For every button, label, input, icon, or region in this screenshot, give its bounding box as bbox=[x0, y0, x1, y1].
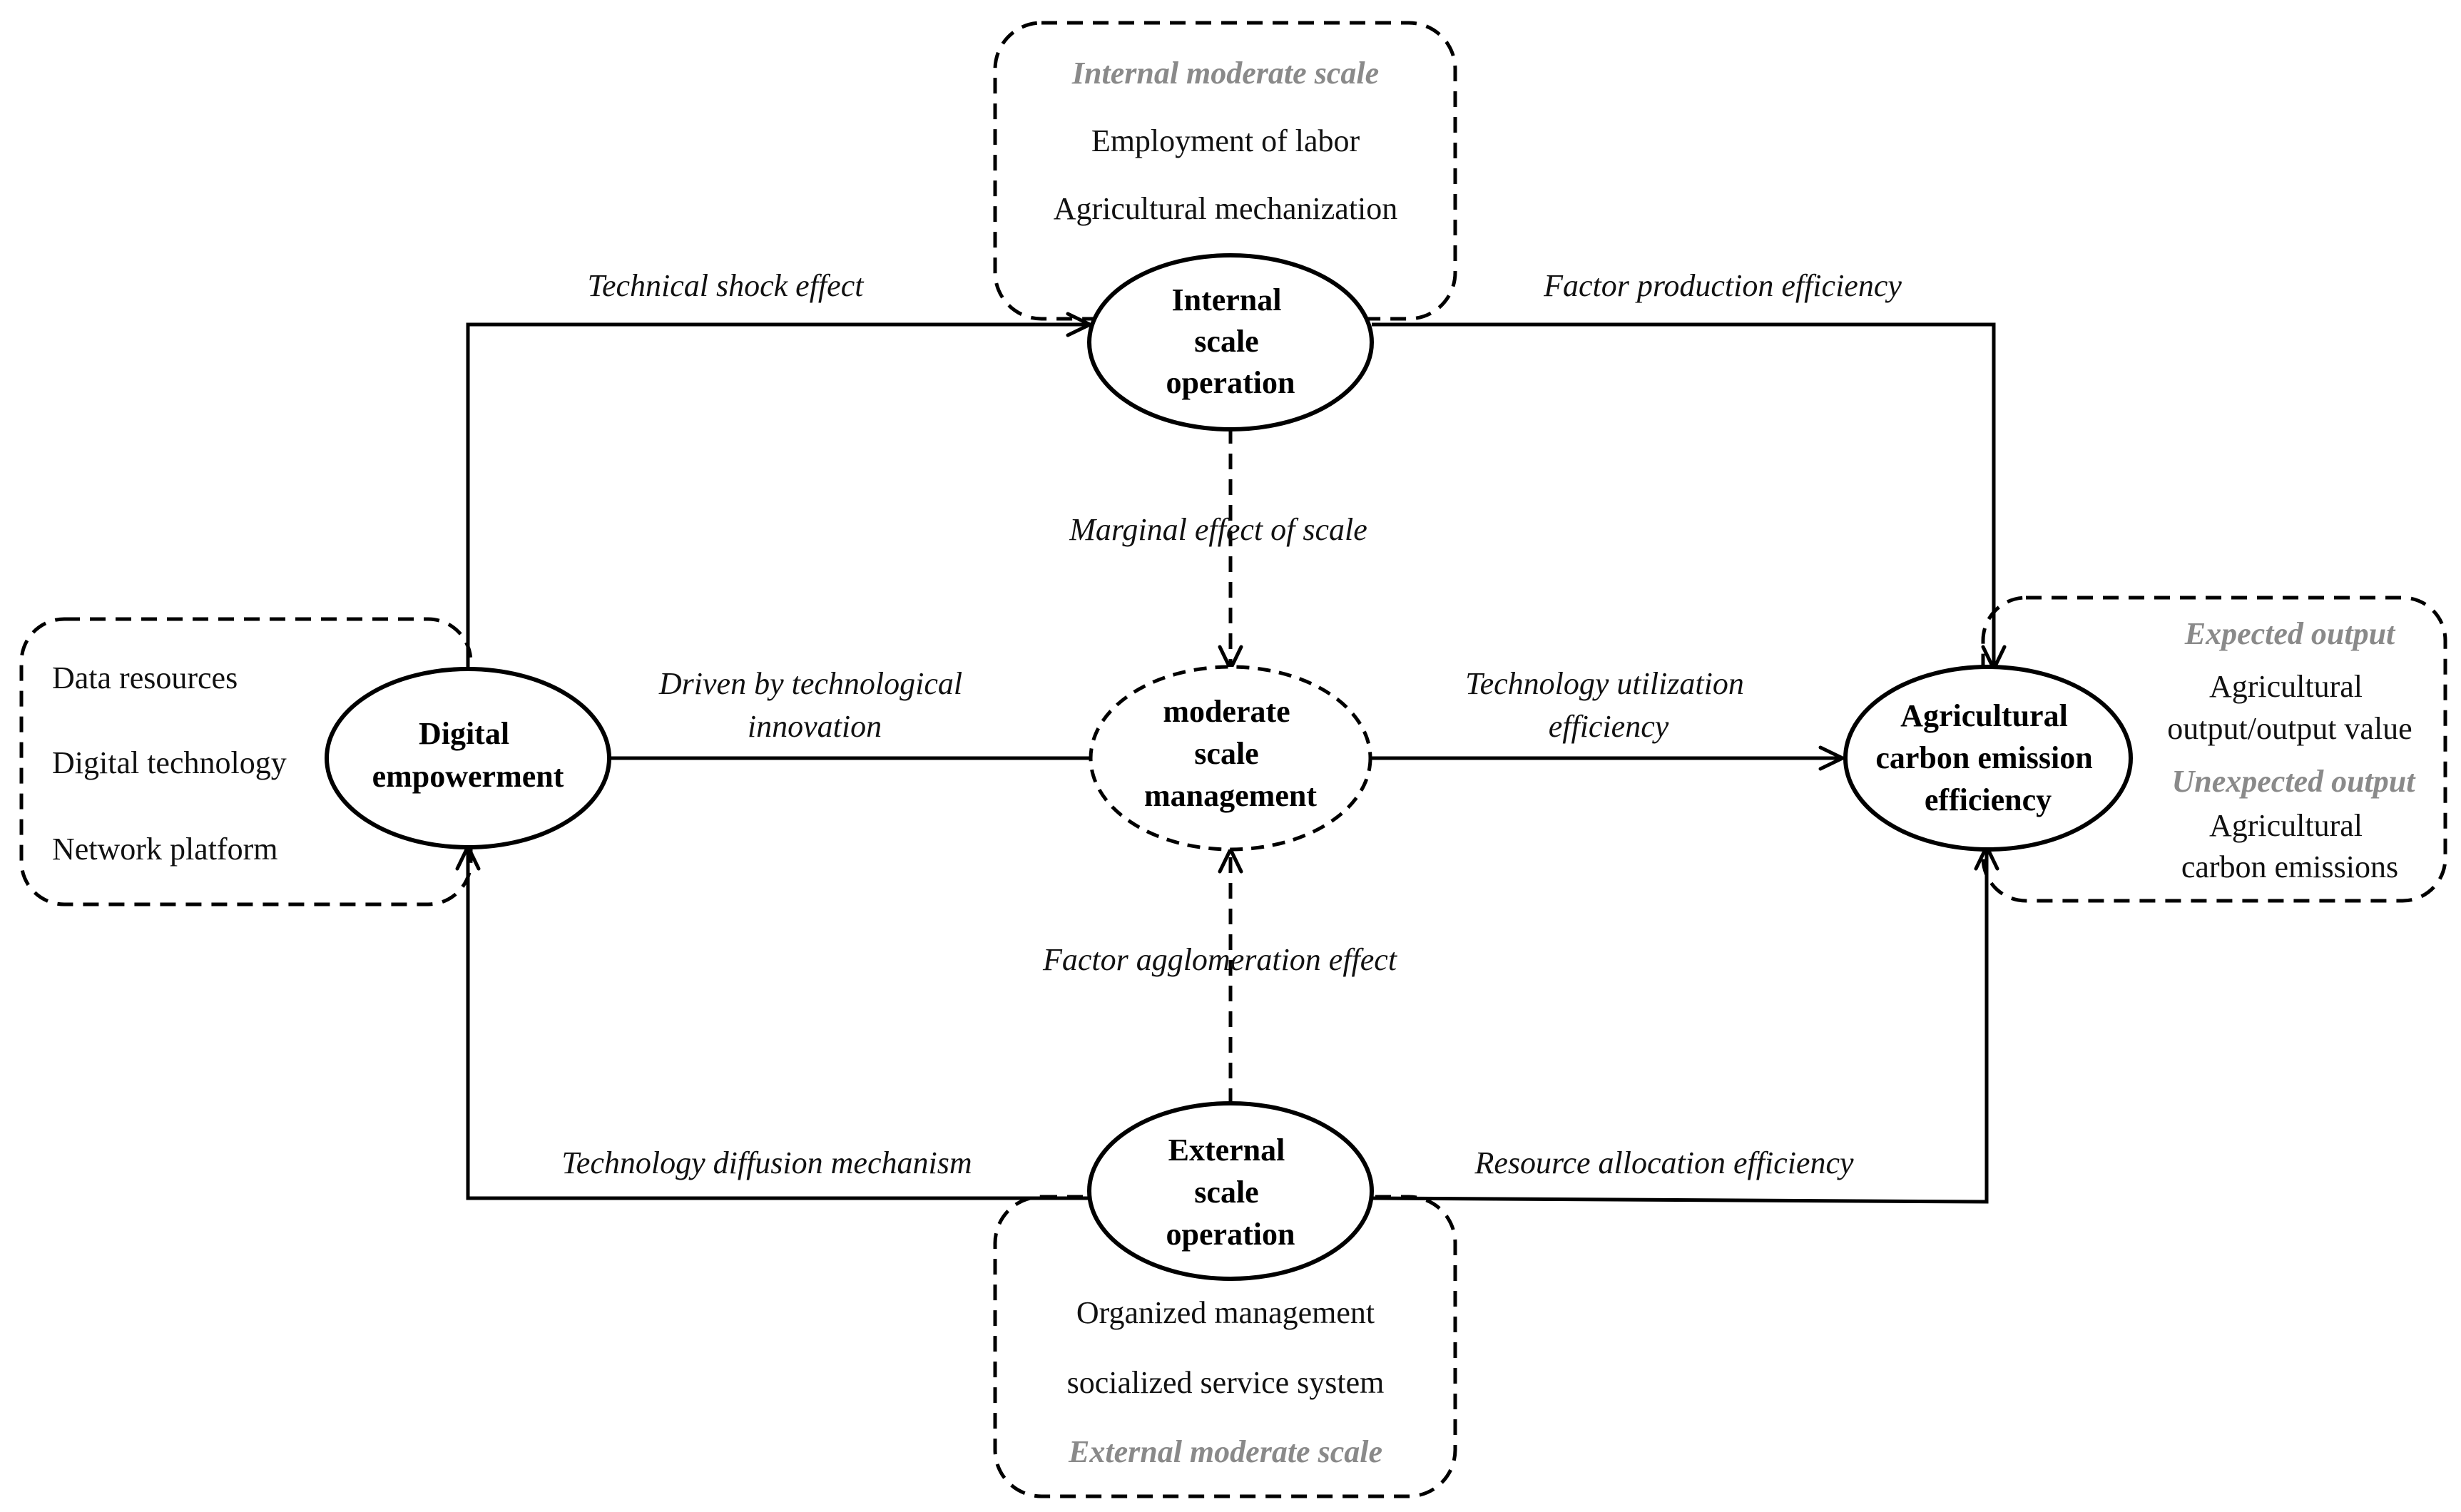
digital-empowerment-box bbox=[19, 617, 473, 906]
node-agricultural-carbon-efficiency bbox=[1843, 665, 2133, 852]
node-agricultural-label: Agricultural carbon emission efficiency bbox=[1875, 698, 2100, 817]
node-external-label: External scale operation bbox=[1166, 1133, 1295, 1252]
label-driven-by-innovation: Driven by technological innovation bbox=[658, 666, 970, 744]
node-internal-scale-operation bbox=[1087, 253, 1374, 431]
external-item-socialized: socialized service system bbox=[1067, 1365, 1385, 1400]
label-technology-diffusion: Technology diffusion mechanism bbox=[561, 1145, 972, 1180]
unexpected-output-items: Agricultural carbon emissions bbox=[2181, 808, 2398, 884]
edge-factor-production bbox=[1372, 322, 1996, 667]
node-moderate-scale-management bbox=[1089, 665, 1372, 852]
label-technology-utilization: Technology utilization efficiency bbox=[1465, 666, 1752, 744]
edge-resource-allocation bbox=[1371, 849, 1989, 1204]
node-digital-label: Digital empowerment bbox=[372, 716, 564, 794]
internal-item-labor: Employment of labor bbox=[1091, 123, 1360, 158]
label-marginal-effect: Marginal effect of scale bbox=[1069, 512, 1367, 547]
edge-technology-diffusion bbox=[466, 849, 1088, 1200]
internal-box-title: Internal moderate scale bbox=[1071, 56, 1379, 91]
node-moderate-label: moderate scale management bbox=[1144, 694, 1317, 813]
unexpected-output-title: Unexpected output bbox=[2172, 764, 2417, 799]
label-technical-shock: Technical shock effect bbox=[588, 268, 865, 303]
node-digital-empowerment bbox=[325, 667, 611, 849]
expected-output-title: Expected output bbox=[2184, 616, 2396, 651]
edge-technical-shock bbox=[466, 322, 1088, 670]
node-internal-label: Internal scale operation bbox=[1166, 282, 1295, 400]
arrowhead-internal-scale bbox=[1066, 312, 1092, 337]
digital-item-digital-technology: Digital technology bbox=[52, 745, 287, 780]
label-factor-production: Factor production efficiency bbox=[1543, 268, 1902, 303]
label-factor-agglomeration: Factor agglomeration effect bbox=[1042, 942, 1398, 977]
external-item-organized: Organized management bbox=[1076, 1295, 1375, 1330]
external-box-title: External moderate scale bbox=[1068, 1434, 1382, 1469]
expected-output-items: Agricultural output/output value bbox=[2167, 669, 2412, 746]
label-resource-allocation: Resource allocation efficiency bbox=[1474, 1145, 1854, 1180]
internal-item-mechanization: Agricultural mechanization bbox=[1054, 191, 1398, 226]
digital-item-network-platform: Network platform bbox=[52, 832, 277, 867]
node-external-scale-operation bbox=[1087, 1101, 1374, 1281]
digital-item-data-resources: Data resources bbox=[52, 660, 238, 695]
arrowhead-agri-left bbox=[1818, 745, 1845, 771]
output-box bbox=[1981, 596, 2447, 903]
